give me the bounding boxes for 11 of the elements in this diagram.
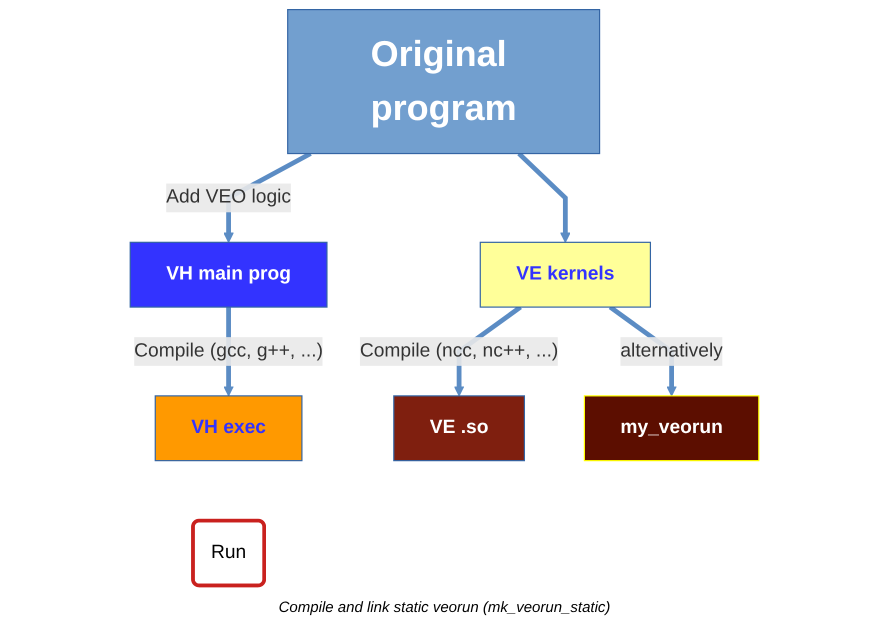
edge-label: Compile (ncc, nc++, ...)	[360, 340, 558, 362]
edge-label: Compile (gcc, g++, ...)	[134, 340, 323, 362]
edge-label: alternatively	[620, 340, 723, 362]
node-box: VH main prog	[130, 242, 328, 308]
edge-note: Compile and link static veorun (mk_veorun_static)	[278, 599, 610, 616]
node-box: VE .so	[393, 395, 526, 462]
node-box: Original program	[287, 9, 600, 154]
node-box: my_veorun	[584, 395, 760, 462]
node-box: VH exec	[154, 395, 303, 462]
edge-label: Add VEO logic	[166, 187, 292, 208]
node-box: VE kernels	[480, 242, 652, 308]
